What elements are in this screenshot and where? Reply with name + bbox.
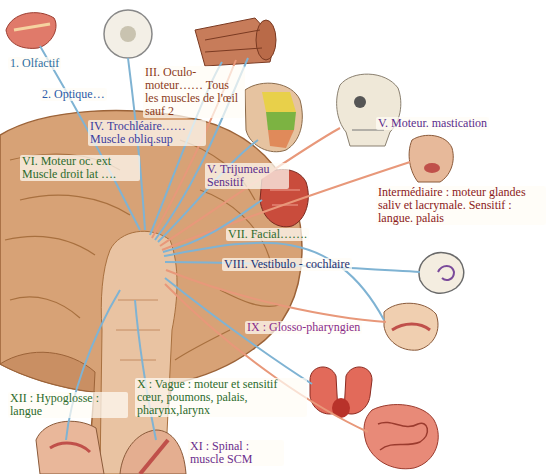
- illustration-part: [409, 135, 453, 182]
- nerve-label: Intermédiaire : moteur glandes saliv et …: [376, 186, 546, 225]
- brain: [0, 111, 302, 474]
- illustration-part: [0, 352, 95, 392]
- illustration-part: [135, 300, 156, 440]
- illustration-part: [162, 162, 410, 250]
- nerve-label: 1. Olfactif: [8, 57, 61, 70]
- illustration-part: [140, 440, 168, 474]
- illustration-part: [0, 111, 302, 474]
- nerve-label: VII. Facial…….: [226, 228, 309, 241]
- illustration-part: [14, 24, 50, 30]
- illustration-part: [268, 130, 294, 148]
- nerve-label: X : Vague : moteur et sensitif cœur, pou…: [135, 378, 307, 417]
- illustration-part: [384, 303, 438, 350]
- illustration-part: [166, 270, 386, 322]
- illustration-part: [256, 20, 276, 60]
- illustration-part: [424, 163, 440, 173]
- illustration-part: [262, 92, 296, 112]
- illustration-part: [378, 422, 427, 450]
- nerve-lines: [40, 46, 420, 440]
- nerve-label: V. Moteur. mastication: [376, 117, 489, 130]
- nerve-label: VI. Moteur oc. ext Muscle droit lat ….: [20, 155, 140, 181]
- nerve-label: VIII. Vestibulo - cochlaire: [222, 258, 352, 271]
- tongue-neck-figure: [36, 421, 104, 474]
- nerve-label: IV. Trochléaire…… Muscle obliq.sup: [88, 120, 206, 146]
- heart-lungs-figure: [310, 367, 372, 418]
- neck-scm-figure: [120, 430, 186, 474]
- nerve-label: V. Trijumeau Sensitif: [205, 163, 289, 189]
- illustration-part: [120, 430, 186, 474]
- illustration-part: [364, 405, 438, 469]
- nerve-label: 2. Optique…: [40, 88, 107, 101]
- illustration-part: [337, 74, 401, 146]
- illustration-part: [245, 83, 302, 152]
- illustration-part: [438, 266, 454, 280]
- illustration-part: [354, 96, 366, 108]
- illustration-part: [205, 30, 262, 52]
- illustration-part: [266, 112, 296, 130]
- sensory-face-figure: [245, 83, 302, 152]
- mouth-figure: [384, 303, 438, 350]
- illustration-part: [419, 253, 464, 294]
- illustration-part: [195, 18, 275, 66]
- ear-figure: [419, 253, 464, 294]
- nerve-label: IX : Glosso-pharyngien: [245, 321, 362, 334]
- olfactory-figure: [6, 13, 56, 49]
- illustration-part: [392, 324, 430, 330]
- skull-figure: [337, 74, 401, 146]
- nerve-label: III. Oculo-moteur…… Tous les muscles de …: [143, 66, 245, 118]
- illustration-part: [270, 190, 300, 205]
- illustration-part: [104, 10, 152, 58]
- digestive-figure: [364, 405, 438, 469]
- illustration-part: [50, 443, 90, 452]
- eye-figure: [104, 10, 152, 58]
- illustration-part: [6, 13, 56, 49]
- eye-muscles-figure: [195, 18, 276, 66]
- illustration-part: [36, 421, 104, 474]
- nerve-label: XI : Spinal : muscle SCM: [188, 440, 284, 466]
- nerve-label: XII : Hypoglosse : langue: [8, 392, 128, 418]
- illustration-part: [120, 26, 136, 42]
- glands-head-figure: [409, 135, 453, 182]
